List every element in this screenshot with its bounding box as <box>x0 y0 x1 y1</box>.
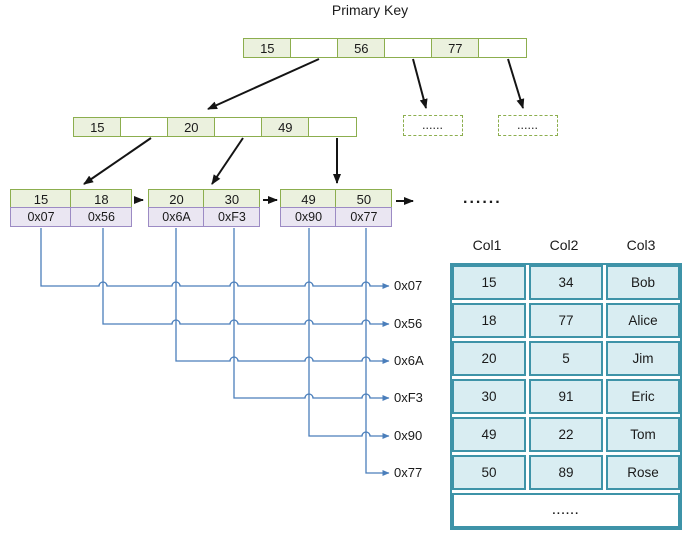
table-cell: Rose <box>606 455 680 490</box>
table-cell: 49 <box>452 417 526 452</box>
table-cell: 50 <box>452 455 526 490</box>
internal-key-cell: 20 <box>167 117 216 137</box>
internal-pointer-cell <box>120 117 169 137</box>
connector-0x07 <box>40 228 390 289</box>
table-cell: 18 <box>452 303 526 338</box>
internal-key-cell: 49 <box>261 117 310 137</box>
connector-0x6A <box>175 228 390 364</box>
root-pointer-cell <box>478 38 527 58</box>
leaf-key-cell: 18 <box>70 189 133 209</box>
arrow-internal-to-leaf-1 <box>83 137 152 185</box>
leaf-keys-row: 20 30 <box>148 189 261 209</box>
leaf-pointer-cell: 0x90 <box>280 207 337 228</box>
table-cell: 22 <box>529 417 603 452</box>
internal-key-cell: 15 <box>73 117 122 137</box>
arrow-internal-to-leaf-2 <box>211 137 244 185</box>
table-cell: 30 <box>452 379 526 414</box>
table-cell: 77 <box>529 303 603 338</box>
leaf-keys-row: 49 50 <box>280 189 393 209</box>
leaf-pointer-cell: 0x77 <box>335 207 393 228</box>
diagram-title: Primary Key <box>331 2 409 18</box>
table-cell: Alice <box>606 303 680 338</box>
row-pointer-label: 0x6A <box>394 353 424 368</box>
row-pointer-label: 0x90 <box>394 428 423 443</box>
leaf-pointer-cell: 0xF3 <box>203 207 261 228</box>
leaf-key-cell: 30 <box>203 189 261 209</box>
root-pointer-cell <box>290 38 339 58</box>
row-pointer-label: 0x07 <box>394 278 423 293</box>
leaf-node-3: 49 50 0x90 0x77 <box>280 189 393 228</box>
leaf-key-cell: 50 <box>335 189 393 209</box>
table-column-header: Col1 <box>472 237 502 253</box>
leaf-node-2: 20 30 0x6A 0xF3 <box>148 189 261 228</box>
connector-0x90 <box>308 228 390 439</box>
internal-node: 15 20 49 <box>73 117 357 137</box>
table-cell: Jim <box>606 341 680 376</box>
row-pointer-label: 0x56 <box>394 316 423 331</box>
arrow-root-to-dashed-1 <box>412 58 428 109</box>
leaf-pointer-cell: 0x6A <box>148 207 205 228</box>
leaf-pointers-row: 0x07 0x56 <box>10 207 133 228</box>
leaf-pointer-cell: 0x56 <box>70 207 133 228</box>
table-cell: 91 <box>529 379 603 414</box>
table-cell: Eric <box>606 379 680 414</box>
table-cell: 34 <box>529 265 603 300</box>
leaf-pointers-row: 0x6A 0xF3 <box>148 207 261 228</box>
row-pointer-label: 0x77 <box>394 465 423 480</box>
internal-pointer-cell <box>308 117 357 137</box>
root-node: 15 56 77 <box>243 38 527 58</box>
internal-pointer-cell <box>214 117 263 137</box>
table-cell: 89 <box>529 455 603 490</box>
connector-0x56 <box>102 228 390 327</box>
leaf-key-cell: 15 <box>10 189 72 209</box>
root-pointer-cell <box>384 38 433 58</box>
leaf-keys-row: 15 18 <box>10 189 133 209</box>
leaf-node-1: 15 18 0x07 0x56 <box>10 189 133 228</box>
connector-0xF3 <box>233 228 390 401</box>
table-ellipsis-row: ...... <box>452 493 680 528</box>
table-cell: Bob <box>606 265 680 300</box>
root-key-cell: 56 <box>337 38 386 58</box>
connector-0x77 <box>365 228 390 476</box>
dashed-node: ...... <box>498 115 558 136</box>
table-cell: 15 <box>452 265 526 300</box>
table-column-header: Col2 <box>549 237 579 253</box>
root-key-cell: 15 <box>243 38 292 58</box>
table-cell: Tom <box>606 417 680 452</box>
leaf-pointer-cell: 0x07 <box>10 207 72 228</box>
arrow-root-to-dashed-2 <box>507 58 525 109</box>
root-key-cell: 77 <box>431 38 480 58</box>
row-pointer-label: 0xF3 <box>394 390 423 405</box>
table-cell: 20 <box>452 341 526 376</box>
dashed-node: ...... <box>403 115 463 136</box>
leaf-key-cell: 49 <box>280 189 337 209</box>
table-column-header: Col3 <box>626 237 656 253</box>
leaf-chain-ellipsis: ...... <box>463 190 502 207</box>
table-cell: 5 <box>529 341 603 376</box>
data-table: 15 34 Bob 18 77 Alice 20 5 Jim 30 91 Eri… <box>450 263 682 530</box>
leaf-key-cell: 20 <box>148 189 205 209</box>
leaf-pointers-row: 0x90 0x77 <box>280 207 393 228</box>
arrow-root-to-internal <box>207 58 320 110</box>
